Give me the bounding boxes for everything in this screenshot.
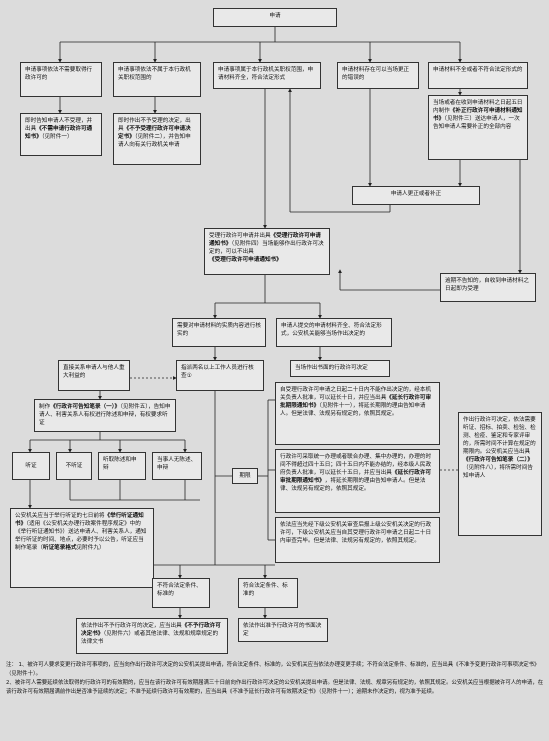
deadline-20-tail: （见附件十一），将延长期限的理由告知申请人。但是法律、法规另有规定的，依照其规定…: [280, 403, 426, 417]
accept-doc: 《受理行政许可申请通知书》: [209, 233, 321, 247]
onsite-decision-label: 当场作出书面的行政许可决定: [295, 365, 368, 371]
hearing-notice-text: 制作: [39, 404, 51, 410]
not-accept-text: 即时作出不予受理的决定，出具: [118, 118, 191, 132]
verify-needed-box: 需要对申请材料的实质内容进行核实的: [172, 318, 266, 347]
hearing-detail-box: 公安机关应当于举行听证的七日前将《举行听证通知书》（适用《公安机关办理行政案件程…: [10, 508, 154, 588]
supplement-tail: （见附件三）送达申请人，一次告知申请人需要补正的全部内容: [433, 116, 520, 130]
deadline-45-box: 行政许可采取统一办理或者联合办理、集中办理的，办理的时间不得超过四十五日；四十五…: [275, 449, 440, 513]
accept-text: 受理行政许可申请并出具: [209, 233, 271, 239]
interest-party-box: 直接关系申请人与他人重大利益的: [58, 360, 130, 391]
deny-decision-tail: （见附件六）或者其他法律、法规和规章规定的法律文书: [81, 631, 219, 645]
extra-time-tail: （见附件八），将所需时间告知申请人: [463, 465, 533, 479]
two-staff-label: 指派两名以上工作人员进行核查①: [181, 365, 254, 379]
hearing-detail-format: 听证笔录格式: [42, 545, 77, 551]
footnote-1: 注： 1、被许可人要求变更行政许可事项的，应当向作出行政许可决定的公安机关提出申…: [6, 662, 540, 677]
not-in-scope-label: 申请事项依法不属于本行政机关职权范围的: [118, 67, 191, 81]
deny-decision-text: 依法作出不予行政许可的决定，应当出具: [81, 623, 182, 629]
deadline-lower-box: 依法应当先经下级公安机关审查后报上级公安机关决定的行政许可，下级公安机关应当自其…: [275, 517, 440, 563]
opt-statement-box: 听取陈述和申辩: [98, 452, 146, 480]
opt-none-box: 当事人无陈述、申辩: [152, 452, 202, 480]
hearing-notice-tail: （见附件五），告知申请人、利害关系人有权进行陈述和申辩，有权要求听证: [39, 404, 171, 426]
in-scope-complete-box: 申请事项属于本行政机关职权范围，申请材料齐全，符合法定形式: [213, 62, 321, 89]
deadline-20-doc: 《延长行政许可审批期限通知书》: [280, 395, 432, 409]
deadline-label-box: 期限: [232, 468, 258, 484]
reject-notice-attach: （见附件一）: [41, 134, 73, 140]
in-scope-complete-label: 申请事项属于本行政机关职权范围，申请材料齐全，符合法定形式: [218, 67, 314, 81]
interest-party-label: 直接关系申请人与他人重大利益的: [63, 365, 125, 379]
supplement-text: 当场或者在收到申请材料之日起五日内制作: [433, 100, 523, 114]
deadline-20-text: 自受理行政许可申请之日起二十日内不能作出决定的，经本机关负责人批准，可以延长十日…: [280, 387, 432, 401]
corrected-label: 申请人更正或者补正: [390, 191, 442, 197]
extra-time-doc: 《行政许可告知笔录（二）》: [463, 457, 533, 463]
opt-statement-label: 听取陈述和申辩: [103, 457, 137, 471]
not-accept-doc: 《不予受理行政许可申请决定书》: [118, 126, 191, 140]
supplement-doc: 《补正行政许可申请材料通知书》: [433, 108, 523, 122]
not-meet-box: 不符合法定条件、标准的: [152, 578, 210, 608]
hearing-notice-box: 制作《行政许可告知笔录（一）》（见附件五），告知申请人、利害关系人有权进行陈述和…: [34, 399, 176, 432]
reject-notice-text: 即时告知申请人不受理，并出具: [25, 118, 93, 132]
opt-no-hearing-label: 不听证: [65, 463, 83, 469]
apply-box: 申请: [213, 8, 337, 27]
hearing-detail-tail: 见附件九）: [76, 545, 105, 551]
accept-onsite-doc: 《受理行政许可申请通知书》: [209, 257, 282, 263]
deny-decision-box: 依法作出不予行政许可的决定，应当出具《不予行政许可决定书》（见附件六）或者其他法…: [76, 618, 228, 654]
accept-attach: （见附件四）: [231, 241, 263, 247]
not-accept-tail: （见附件二），并告知申请人向有关行政机关申请: [118, 134, 191, 148]
supplement-notice-box: 当场或者在收到申请材料之日起五日内制作《补正行政许可申请材料通知书》（见附件三）…: [428, 95, 528, 160]
hearing-detail-doc: 《举行听证通知书》: [15, 513, 144, 527]
opt-hearing-label: 听证: [25, 463, 37, 469]
overdue-box: 逾期不告知的，自收到申请材料之日起即为受理: [440, 273, 536, 302]
extra-time-box: 作出行政许可决定，依法需要听证、招标、拍卖、检验、检测、检疫、鉴定和专家评审的，…: [458, 412, 542, 536]
meet-label: 符合法定条件、标准的: [243, 583, 288, 597]
incomplete-label: 申请材料不全或者不符合法定形式的: [433, 67, 523, 73]
reject-notice-box: 即时告知申请人不受理，并出具《不需申请行政许可通知书》（见附件一）: [20, 113, 102, 156]
deny-decision-doc: 《不予行政许可决定书》: [81, 623, 221, 637]
deadline-label: 期限: [239, 473, 251, 479]
onsite-decision-box: 当场作出书面的行政许可决定: [290, 360, 390, 377]
accept-onsite-text: 当场能够作出行政许可决定的，可以不出具: [209, 241, 324, 255]
grant-decision-box: 依法作出准予行政许可的书面决定: [238, 618, 328, 642]
reject-notice-doc: 《不需申请行政许可通知书》: [25, 126, 93, 140]
incomplete-box: 申请材料不全或者不符合法定形式的: [428, 62, 528, 89]
accept-box: 受理行政许可申请并出具《受理行政许可申请通知书》（见附件四）当场能够作出行政许可…: [204, 228, 330, 275]
complete-onsite-label: 申请人提交的申请材料齐全、符合法定形式，公安机关能够当场作出决定的: [281, 323, 382, 337]
opt-none-label: 当事人无陈述、申辩: [157, 457, 197, 471]
not-in-scope-box: 申请事项依法不属于本行政机关职权范围的: [113, 62, 201, 97]
hearing-detail-mid: （适用《公安机关办理行政案件程序规定》中的《举行听证通知书》）送达申请人、利害关…: [15, 521, 147, 551]
meet-box: 符合法定条件、标准的: [238, 578, 298, 608]
opt-hearing-box: 听证: [12, 452, 50, 480]
footnote-2: 2、被许可人需要延续依法取得的行政许可的有效期的，应当在该行政许可有效期届满三十…: [6, 680, 544, 695]
extra-time-text: 作出行政许可决定，依法需要听证、招标、拍卖、检验、检测、检疫、鉴定和专家评审的，…: [463, 417, 536, 455]
footnotes: 注： 1、被许可人要求变更行政许可事项的，应当向作出行政许可决定的公安机关提出申…: [6, 661, 544, 697]
grant-decision-label: 依法作出准予行政许可的书面决定: [243, 623, 322, 637]
deadline-lower-label: 依法应当先经下级公安机关审查后报上级公安机关决定的行政许可，下级公安机关应当自其…: [280, 522, 432, 544]
deadline-20-box: 自受理行政许可申请之日起二十日内不能作出决定的，经本机关负责人批准，可以延长十日…: [275, 382, 440, 445]
correctable-error-label: 申请材料存在可以当场更正的错误的: [342, 67, 410, 81]
hearing-notice-doc: 《行政许可告知笔录（一）》: [50, 404, 121, 410]
deadline-45-tail: ，将延长期限的理由告知申请人。但是法律、法规另有规定的，依照其规定。: [280, 478, 426, 492]
deadline-45-doc: 《延长行政许可审批期限通知书》: [280, 470, 432, 484]
no-permit-needed-label: 申请事项依法不需要取得行政许可的: [25, 67, 93, 81]
apply-label: 申请: [269, 13, 281, 19]
correctable-error-box: 申请材料存在可以当场更正的错误的: [337, 62, 419, 89]
corrected-box: 申请人更正或者补正: [352, 186, 480, 205]
opt-no-hearing-box: 不听证: [56, 452, 92, 480]
hearing-detail-text: 公安机关应当于举行听证的七日前将: [15, 513, 105, 519]
overdue-label: 逾期不告知的，自收到申请材料之日起即为受理: [445, 278, 529, 292]
two-staff-box: 指派两名以上工作人员进行核查①: [176, 360, 264, 391]
complete-onsite-box: 申请人提交的申请材料齐全、符合法定形式，公安机关能够当场作出决定的: [276, 318, 392, 347]
not-meet-label: 不符合法定条件、标准的: [157, 583, 202, 597]
verify-needed-label: 需要对申请材料的实质内容进行核实的: [177, 323, 261, 337]
not-accept-decision-box: 即时作出不予受理的决定，出具《不予受理行政许可申请决定书》（见附件二），并告知申…: [113, 113, 201, 165]
deadline-45-text: 行政许可采取统一办理或者联合办理、集中办理的，办理的时间不得超过四十五日；四十五…: [280, 454, 432, 476]
no-permit-needed-box: 申请事项依法不需要取得行政许可的: [20, 62, 102, 97]
